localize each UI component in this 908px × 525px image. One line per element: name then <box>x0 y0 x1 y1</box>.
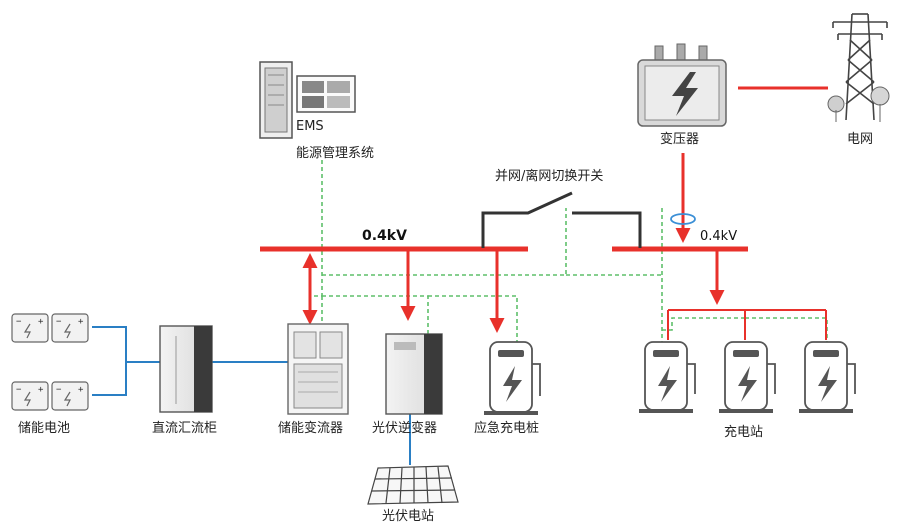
switch-label: 并网/离网切换开关 <box>495 168 603 184</box>
svg-text:−: − <box>56 385 62 395</box>
dc-combiner-label: 直流汇流柜 <box>152 421 217 436</box>
pv-inverter-cabinet-icon <box>385 333 443 415</box>
tree-icon <box>827 86 890 122</box>
svg-text:−: − <box>16 317 22 327</box>
ems-cabinet-icon <box>259 61 293 139</box>
battery-icon <box>11 313 89 411</box>
charger-icon <box>719 341 776 413</box>
charging-station-label: 充电站 <box>724 424 763 440</box>
pv-station-label: 光伏电站 <box>382 509 434 524</box>
grid-label: 电网 <box>847 132 873 147</box>
pv-inverter-label: 光伏逆变器 <box>372 420 437 436</box>
solar-panel-icon <box>367 465 459 505</box>
bus-left-voltage: 0.4kV <box>362 228 407 244</box>
svg-text:−: − <box>56 317 62 327</box>
pcs-cabinet-icon <box>287 323 349 415</box>
svg-text:−: − <box>16 385 22 395</box>
energy-mgmt-label: 能源管理系统 <box>296 146 374 161</box>
dc-combiner-cabinet-icon <box>159 325 213 413</box>
charger-icon <box>639 341 696 413</box>
dc-lines <box>92 326 411 465</box>
svg-text:+: + <box>78 385 84 395</box>
pcs-label: 储能变流器 <box>278 420 343 436</box>
svg-text:+: + <box>38 317 44 327</box>
ems-monitor-icon <box>296 75 356 113</box>
emergency-charger-label: 应急充电桩 <box>474 420 539 436</box>
bus-right-voltage: 0.4kV <box>700 229 737 244</box>
current-transformer-icon <box>670 213 696 225</box>
grid-switch[interactable] <box>481 191 642 248</box>
transformer-label: 变压器 <box>660 131 699 147</box>
power-lines <box>260 86 828 340</box>
ems-label: EMS <box>296 119 324 134</box>
emergency-charger-icon <box>484 341 541 415</box>
svg-text:+: + <box>78 317 84 327</box>
transformer-icon <box>637 43 727 127</box>
charger-icon <box>799 341 856 413</box>
battery-label: 储能电池 <box>18 421 70 436</box>
svg-text:+: + <box>38 385 44 395</box>
